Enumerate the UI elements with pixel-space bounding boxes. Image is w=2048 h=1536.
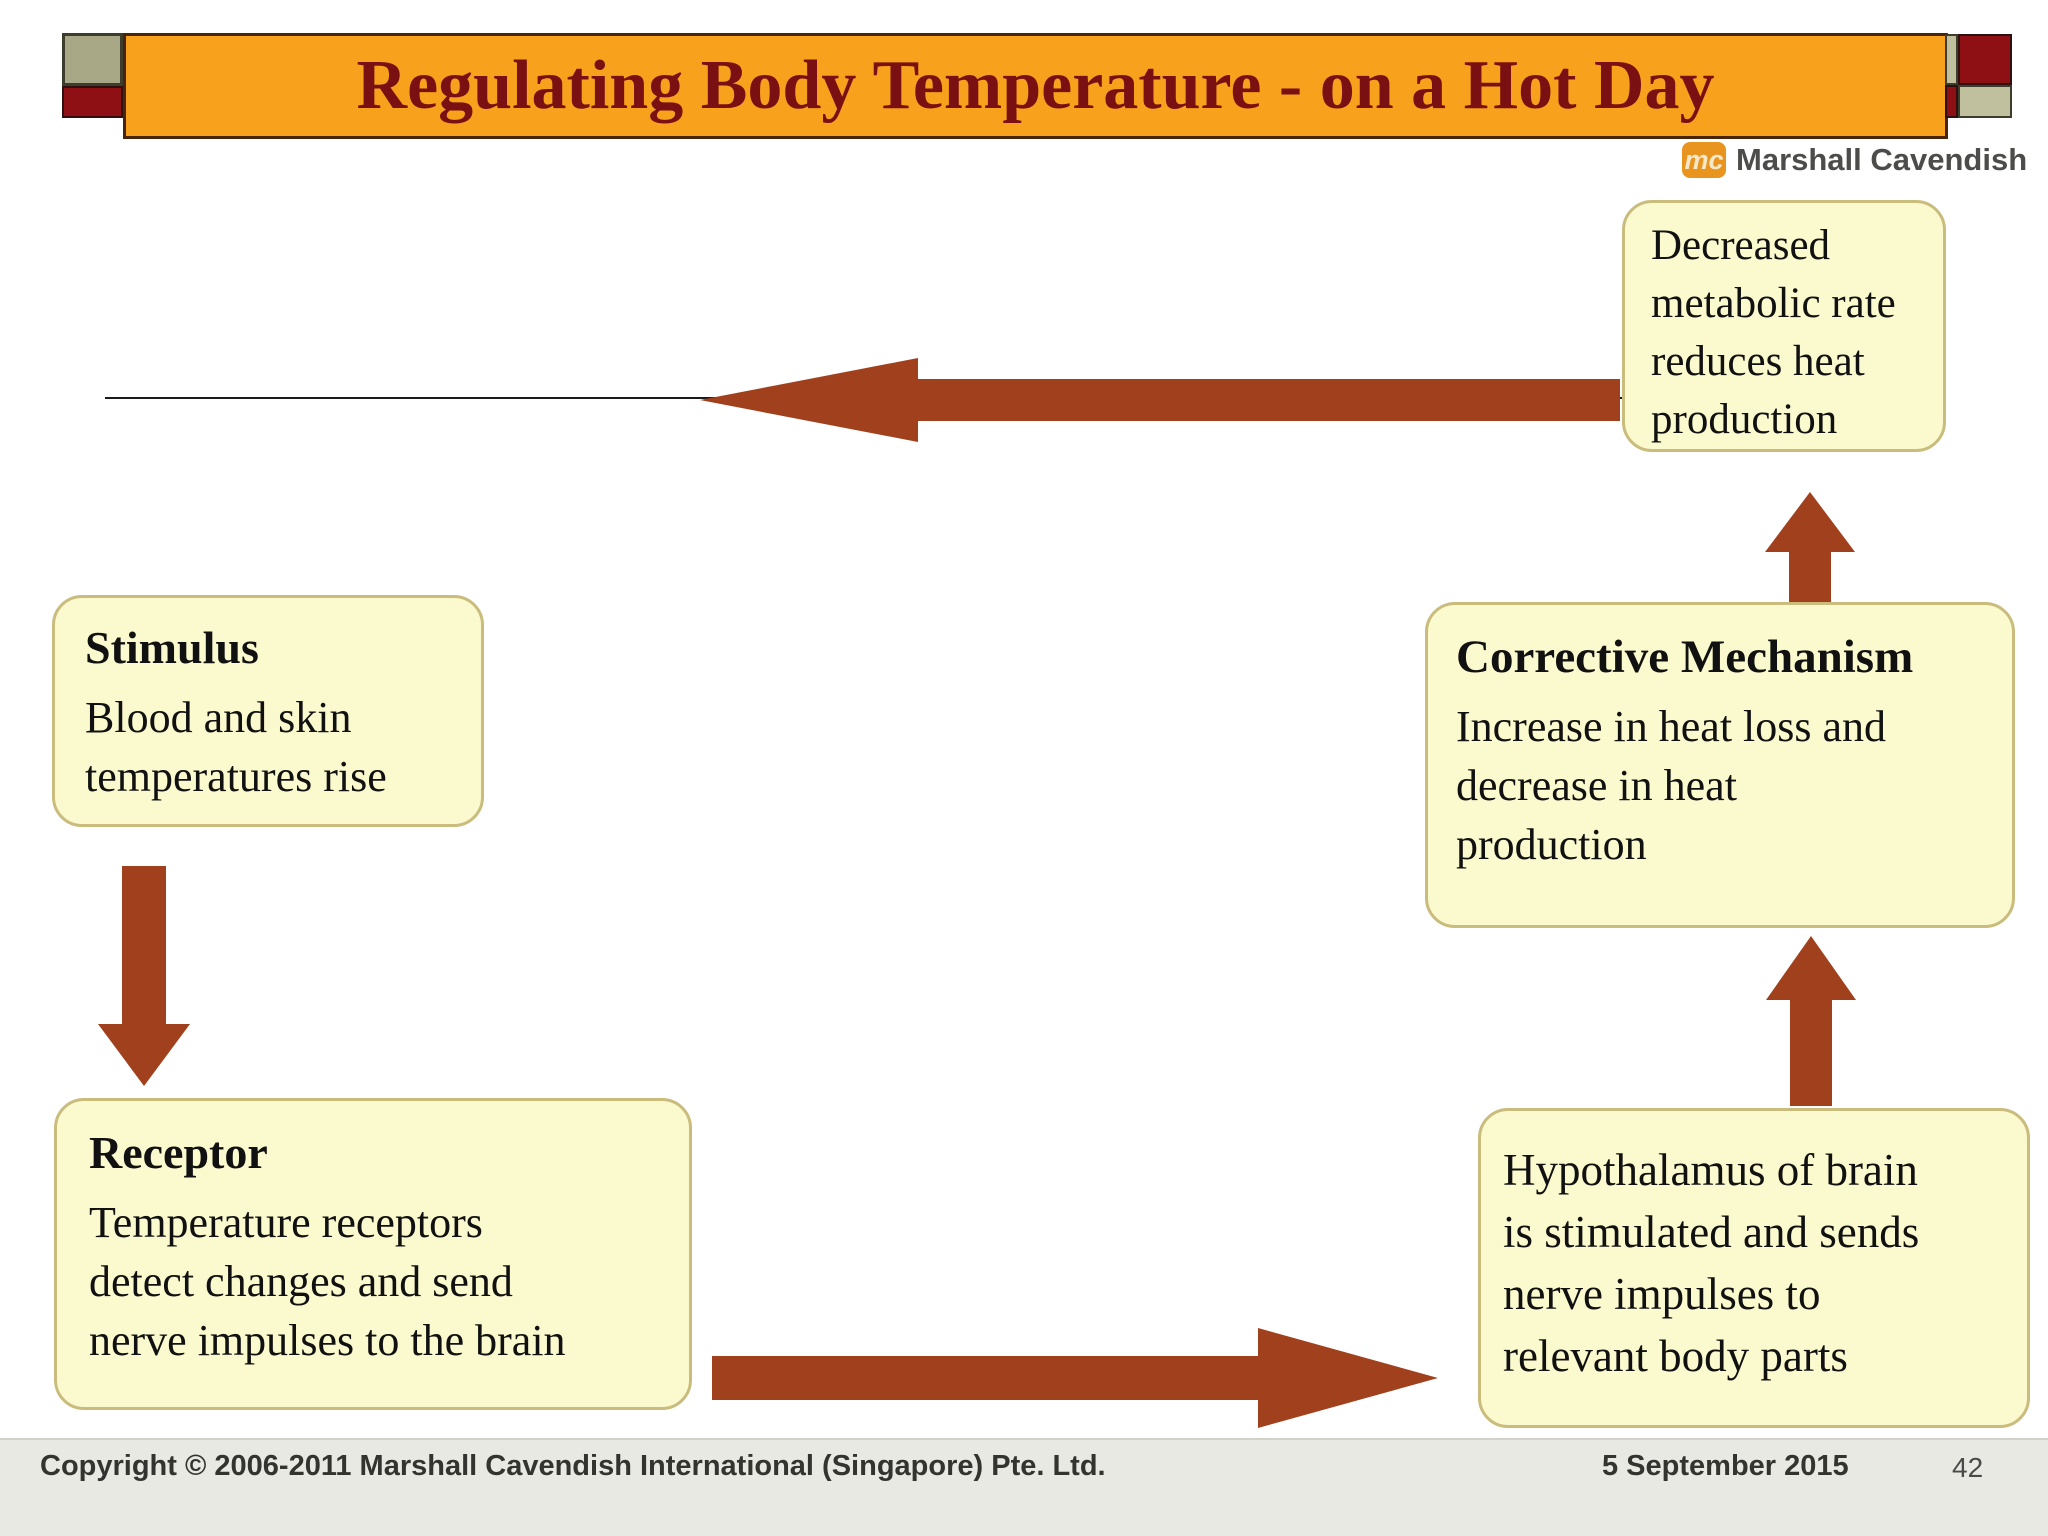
corrective-to-decreased-arrow-icon — [1765, 492, 1855, 552]
deco-left-tan-square — [62, 33, 123, 86]
copyright-text: Copyright © 2006-2011 Marshall Cavendish… — [40, 1450, 1106, 1482]
deco-right-red-strip — [1945, 85, 1958, 118]
corrective-body: Increase in heat loss and decrease in he… — [1456, 702, 1887, 869]
deco-right-tan-strip — [1945, 34, 1958, 85]
feedback-left-arrow-shaft — [918, 379, 1620, 421]
hypothalamus-to-corrective-arrow-icon — [1766, 936, 1856, 1000]
deco-left-red-square — [62, 86, 123, 118]
corrective-heading: Corrective Mechanism — [1456, 631, 1914, 683]
hypothalamus-box: Hypothalamus of brain is stimulated and … — [1478, 1108, 2030, 1428]
footer-bar: Copyright © 2006-2011 Marshall Cavendish… — [0, 1438, 2048, 1536]
receptor-to-hypothalamus-arrow-shaft — [712, 1356, 1258, 1400]
deco-right-red-square — [1958, 34, 2012, 85]
deco-right-tan-square — [1958, 85, 2012, 118]
stimulus-box: Stimulus Blood and skin temperatures ris… — [52, 595, 484, 827]
date-text: 5 September 2015 — [1602, 1450, 1849, 1482]
corrective-to-decreased-arrow-shaft — [1789, 552, 1831, 602]
corrective-mechanism-box: Corrective Mechanism Increase in heat lo… — [1425, 602, 2015, 928]
receptor-to-hypothalamus-arrow-icon — [1258, 1328, 1438, 1428]
hypothalamus-to-corrective-arrow-shaft — [1790, 1000, 1832, 1106]
stimulus-to-receptor-arrow-shaft — [122, 866, 166, 1024]
stimulus-to-receptor-arrow-icon — [98, 1024, 190, 1086]
brand-name: Marshall Cavendish — [1736, 142, 2028, 177]
receptor-body: Temperature receptors detect changes and… — [89, 1198, 566, 1365]
page-number: 42 — [1952, 1452, 1984, 1483]
page-title: Regulating Body Temperature - on a Hot D… — [356, 47, 1715, 124]
receptor-heading: Receptor — [89, 1127, 268, 1178]
title-bar: Regulating Body Temperature - on a Hot D… — [123, 33, 1948, 139]
feedback-left-arrow-icon — [700, 358, 918, 442]
hypothalamus-body: Hypothalamus of brain is stimulated and … — [1503, 1145, 1920, 1381]
decreased-box-text: Decreased metabolic rate reduces heat pr… — [1651, 222, 1896, 443]
mc-logo-icon: mc — [1682, 142, 1726, 178]
decreased-metabolic-rate-box: Decreased metabolic rate reduces heat pr… — [1622, 200, 1946, 452]
brand-logo: mc Marshall Cavendish — [1682, 142, 2027, 178]
stimulus-heading: Stimulus — [85, 622, 259, 673]
stimulus-body: Blood and skin temperatures rise — [85, 693, 387, 801]
receptor-box: Receptor Temperature receptors detect ch… — [54, 1098, 692, 1410]
